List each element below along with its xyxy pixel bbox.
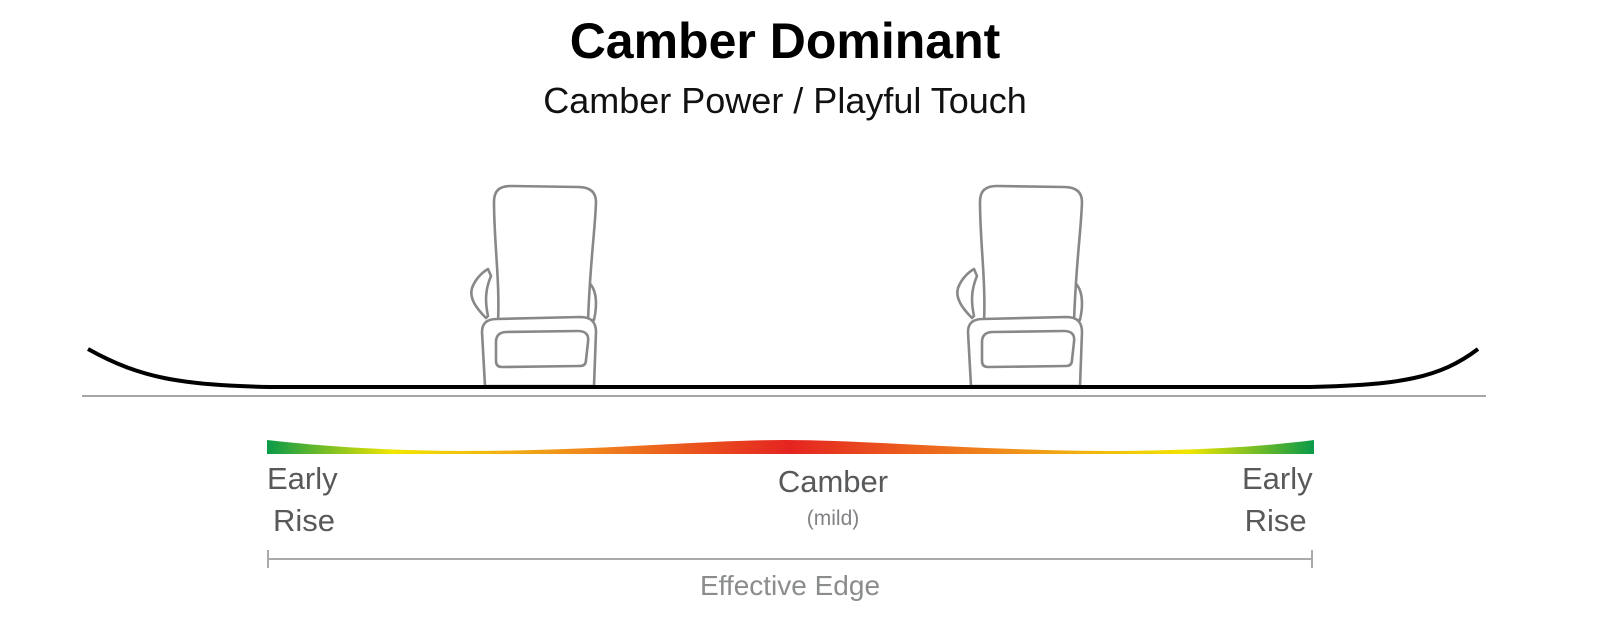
- camber-sublabel: (mild): [806, 507, 860, 530]
- page-title: Camber Dominant: [569, 13, 1001, 69]
- label-line: Early: [267, 461, 338, 496]
- camber-label: Camber: [777, 464, 889, 499]
- label-line: Rise: [1244, 503, 1307, 538]
- snowboard-profile: [87, 347, 1480, 389]
- effective-edge-line: [267, 550, 1313, 568]
- subtitle: Camber Power / Playful Touch: [543, 80, 1027, 121]
- effective-edge-label: Effective Edge: [699, 570, 881, 601]
- front-binding-icon: [469, 184, 598, 388]
- left-early-rise-label: Early Rise: [267, 458, 338, 542]
- label-line: Rise: [273, 503, 336, 538]
- label-line: Early: [1242, 461, 1313, 496]
- camber-profile-bar: [267, 440, 1314, 454]
- right-early-rise-label: Early Rise: [1242, 458, 1313, 542]
- rear-binding-icon: [955, 184, 1084, 388]
